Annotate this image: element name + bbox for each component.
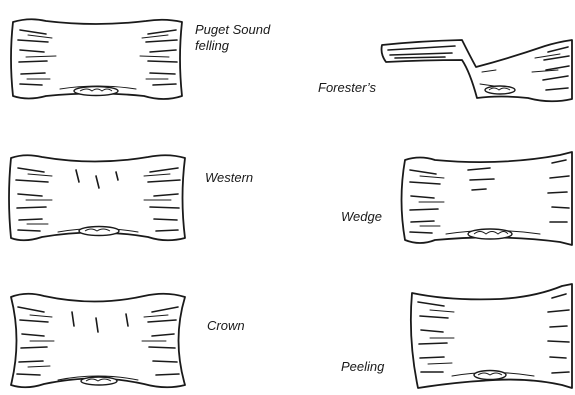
label-western-line1: Western bbox=[205, 170, 253, 185]
label-wedge-line1: Wedge bbox=[341, 209, 382, 224]
axe-head-puget-sound-felling bbox=[11, 19, 182, 99]
axe-head-crown bbox=[11, 294, 185, 388]
label-peeling: Peeling bbox=[341, 359, 385, 374]
label-puget-sound-felling: Puget Sound felling bbox=[195, 22, 274, 53]
label-wedge: Wedge bbox=[341, 209, 382, 224]
axe-head-peeling bbox=[411, 284, 572, 388]
label-foresters: Forester’s bbox=[318, 80, 377, 95]
label-puget-sound-felling-line1: Puget Sound bbox=[195, 22, 271, 37]
label-foresters-line1: Forester’s bbox=[318, 80, 377, 95]
axe-head-foresters bbox=[382, 40, 573, 101]
axe-head-wedge bbox=[402, 152, 573, 245]
label-crown-line1: Crown bbox=[207, 318, 245, 333]
label-peeling-line1: Peeling bbox=[341, 359, 385, 374]
label-puget-sound-felling-line2: felling bbox=[195, 38, 230, 53]
label-western: Western bbox=[205, 170, 253, 185]
label-crown: Crown bbox=[207, 318, 245, 333]
axe-head-western bbox=[9, 155, 185, 240]
